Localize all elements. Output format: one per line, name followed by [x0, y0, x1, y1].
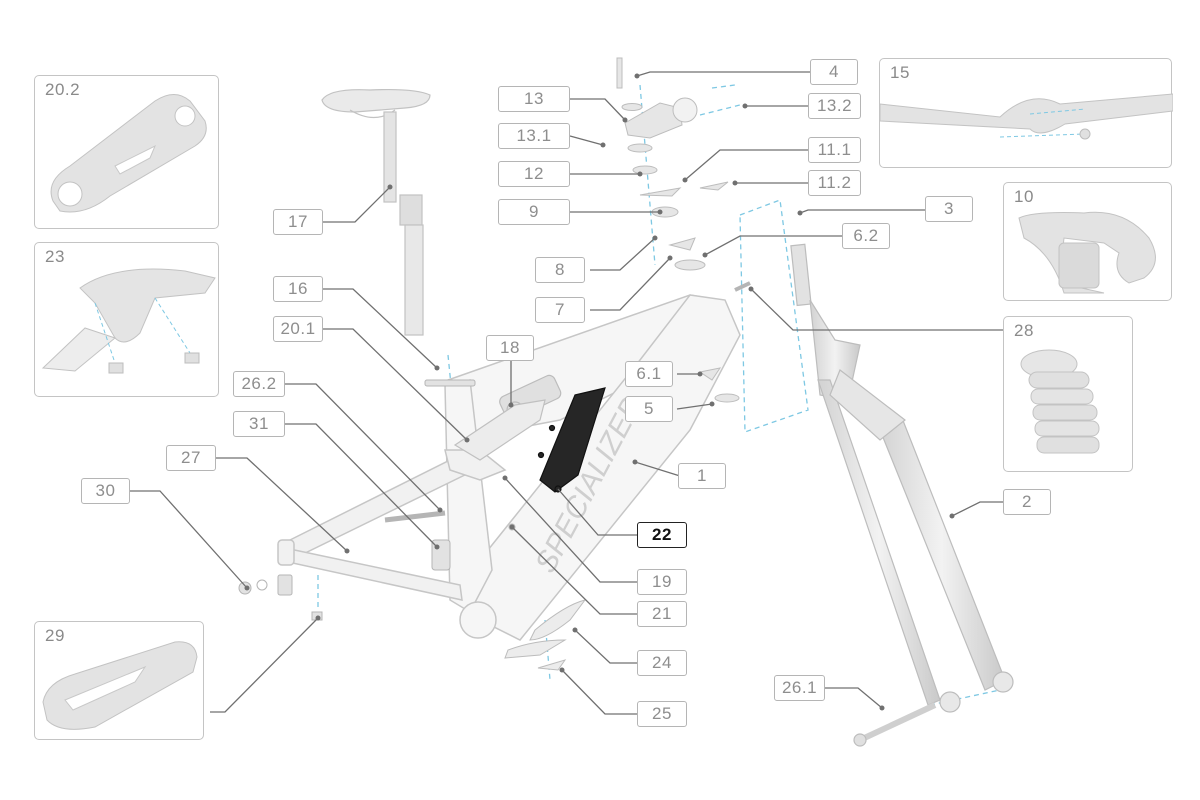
detail-panel-10[interactable]: 10	[1003, 182, 1172, 301]
callout-19[interactable]: 19	[637, 569, 687, 595]
callout-25[interactable]: 25	[637, 701, 687, 727]
chainstay-guard-detail-image	[42, 641, 198, 730]
detail-panel-29[interactable]: 29	[34, 621, 204, 740]
callout-13[interactable]: 13	[498, 86, 570, 112]
headset-parts[interactable]	[616, 57, 740, 403]
callout-11-1[interactable]: 11.1	[808, 137, 861, 163]
callout-22[interactable]: 22	[637, 522, 687, 548]
callout-6-2[interactable]: 6.2	[842, 223, 890, 249]
panel-label-23: 23	[45, 247, 65, 266]
callout-1[interactable]: 1	[678, 463, 726, 489]
callout-13-1[interactable]: 13.1	[498, 123, 570, 149]
callout-18[interactable]: 18	[486, 335, 534, 361]
detail-panel-23[interactable]: 23	[34, 242, 219, 397]
callout-5[interactable]: 5	[625, 396, 673, 422]
callout-16[interactable]: 16	[273, 276, 323, 302]
panel-label-29: 29	[45, 626, 65, 645]
dropper-seatpost[interactable]	[321, 88, 431, 336]
callout-dots	[244, 73, 955, 711]
bracket-detail-image	[41, 268, 216, 374]
callout-9[interactable]: 9	[498, 199, 570, 225]
callout-8[interactable]: 8	[535, 257, 585, 283]
detail-panel-20-2[interactable]: 20.2	[34, 75, 219, 229]
callout-30[interactable]: 30	[81, 478, 130, 504]
callout-3[interactable]: 3	[925, 196, 973, 222]
callout-26-2[interactable]: 26.2	[233, 371, 285, 397]
callout-17[interactable]: 17	[273, 209, 323, 235]
callout-21[interactable]: 21	[637, 601, 687, 627]
detail-panel-28[interactable]: 28	[1003, 316, 1133, 472]
callout-6-1[interactable]: 6.1	[625, 361, 673, 387]
callout-27[interactable]: 27	[166, 445, 216, 471]
panel-label-20-2: 20.2	[45, 80, 81, 99]
rocker-link[interactable]	[453, 399, 546, 461]
callout-7[interactable]: 7	[535, 297, 585, 323]
callout-12[interactable]: 12	[498, 161, 570, 187]
callout-24[interactable]: 24	[637, 650, 687, 676]
callout-26-1[interactable]: 26.1	[774, 675, 825, 701]
callout-31[interactable]: 31	[233, 411, 285, 437]
callout-13-2[interactable]: 13.2	[808, 93, 861, 119]
rocker-link-detail-image	[50, 94, 207, 213]
callout-11-2[interactable]: 11.2	[808, 170, 861, 196]
rear-triangle[interactable]	[277, 448, 507, 601]
callout-2[interactable]: 2	[1003, 489, 1051, 515]
callout-20-1[interactable]: 20.1	[273, 316, 323, 342]
detail-panel-15[interactable]: 15	[879, 58, 1173, 168]
panel-label-10: 10	[1014, 187, 1034, 206]
panel-label-15: 15	[890, 63, 910, 82]
cable-port-detail-image	[1018, 211, 1156, 294]
part-22-storage-door[interactable]	[537, 387, 606, 493]
leader-lines	[130, 71, 1003, 715]
panel-label-28: 28	[1014, 321, 1034, 340]
bump-stop-detail-image	[1020, 349, 1100, 454]
callout-4[interactable]: 4	[810, 59, 858, 85]
downtube-guards[interactable]	[504, 599, 587, 671]
handlebar-detail-image	[880, 93, 1173, 140]
suspension-fork[interactable]	[790, 243, 1014, 747]
